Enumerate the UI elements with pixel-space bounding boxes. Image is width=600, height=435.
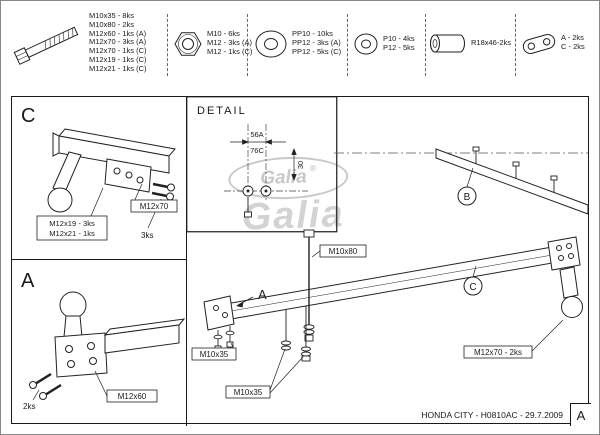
part-qty: P12 - 5ks xyxy=(383,42,415,52)
callout-m10x35-left: M10x35 xyxy=(200,350,229,359)
detail-inset: DETAIL 56A 76C 30 xyxy=(186,96,338,233)
dim-76c: 76C xyxy=(250,146,264,155)
callout-qty-3ks: 3ks xyxy=(141,231,153,240)
callout-m12x70: M12x70 xyxy=(140,202,169,211)
part-qty: A - 2ks xyxy=(561,33,584,42)
legend-separator xyxy=(515,14,516,76)
callout-qty-2ks: 2ks xyxy=(23,402,35,411)
spring-washer-quantities: PP10 - 10ks PP12 - 3ks (A) PP12 - 5ks (C… xyxy=(292,29,342,56)
detail-title: DETAIL xyxy=(197,105,247,117)
mount-holes xyxy=(242,185,272,218)
balloon-c xyxy=(463,276,483,296)
towball-assembly-a xyxy=(29,291,186,400)
part-qty: M12x19 - 1ks (C) xyxy=(89,54,147,64)
callout-leaders xyxy=(32,370,108,401)
section-c-view: C M12x70 M12x19 - 3ks M12x21 xyxy=(21,105,178,241)
leader-b xyxy=(466,167,474,188)
section-letter: A xyxy=(21,270,35,292)
fasteners xyxy=(213,229,315,362)
legend-separator xyxy=(247,14,248,76)
arrowhead-a xyxy=(236,301,244,308)
dim-56a: 56A xyxy=(250,130,263,139)
revision-letter: A xyxy=(576,407,586,423)
label-b: B xyxy=(464,192,471,203)
callout-box xyxy=(319,244,367,258)
callout-m10x35-bottom: M10x35 xyxy=(234,388,263,397)
title-block: HONDA CITY - H0810AC - 29.7.2009 xyxy=(421,410,563,420)
frame-divider-horizontal xyxy=(11,259,187,260)
part-qty: M12x70 - 3ks (A) xyxy=(89,37,147,47)
callout-m12x70-2ks: M12x70 - 2ks xyxy=(474,348,522,357)
dim-30: 30 xyxy=(296,161,305,169)
legend-separator xyxy=(167,14,168,76)
callout-box xyxy=(130,199,178,213)
section-a-view: A 2ks M12x60 xyxy=(21,270,186,411)
towball-assembly-c xyxy=(47,128,176,213)
legend-separator xyxy=(425,14,426,76)
nut-quantities: M10 - 6ks M12 - 3ks (A) M12 - 1ks (C) xyxy=(207,29,253,56)
part-qty: M10x35 - 8ks xyxy=(89,11,135,20)
label-c: C xyxy=(469,282,476,293)
part-qty: P10 - 4ks xyxy=(383,34,415,43)
part-qty: M10 - 6ks xyxy=(207,29,240,38)
part-qty: M12 - 3ks (A) xyxy=(207,37,253,47)
part-qty: M12 - 1ks (C) xyxy=(207,46,253,56)
crossbar xyxy=(203,236,583,331)
callout-m12x60: M12x60 xyxy=(118,392,147,401)
callout-leaders xyxy=(230,250,564,394)
part-qty: M12x60 - 1ks (A) xyxy=(89,28,147,38)
label-a: A xyxy=(258,287,267,302)
part-qty: M10x80 - 2ks xyxy=(89,19,135,29)
section-letter: C xyxy=(21,105,35,127)
callout-box xyxy=(463,345,533,359)
plate-quantities: A - 2ks C - 2ks xyxy=(561,33,585,52)
part-qty: PP12 - 3ks (A) xyxy=(292,37,341,47)
callout-m12x19: M12x19 - 3ks xyxy=(49,219,95,228)
revision-box: A xyxy=(570,403,591,426)
part-qty: M12x21 - 1ks (C) xyxy=(89,63,147,73)
part-qty: PP12 - 5ks (C) xyxy=(292,46,342,56)
flat-washer-quantities: P10 - 4ks P12 - 5ks xyxy=(383,34,415,53)
side-bracket-b xyxy=(435,146,589,215)
part-qty: R18x46-2ks xyxy=(471,38,512,47)
part-qty: M12x70 - 1ks (C) xyxy=(89,46,147,56)
part-qty: C - 2ks xyxy=(561,41,585,51)
balloon-b xyxy=(457,186,477,206)
callout-m10x80: M10x80 xyxy=(329,247,358,256)
main-assembly-view: DETAIL 56A 76C 30 xyxy=(186,96,589,399)
bolt-quantities: M10x35 - 8ks M10x80 - 2ks M12x60 - 1ks (… xyxy=(89,11,147,74)
callout-box xyxy=(106,389,158,403)
callout-box xyxy=(191,347,237,361)
legend-separator xyxy=(347,14,348,76)
part-qty: PP10 - 10ks xyxy=(292,29,333,38)
bushing-quantity: R18x46-2ks xyxy=(471,38,512,48)
callout-m12x21: M12x21 - 1ks xyxy=(49,229,95,238)
dimension-lines xyxy=(230,139,297,181)
callout-box xyxy=(225,385,271,399)
callout-box xyxy=(36,215,108,241)
frame-divider-vertical xyxy=(186,96,187,426)
